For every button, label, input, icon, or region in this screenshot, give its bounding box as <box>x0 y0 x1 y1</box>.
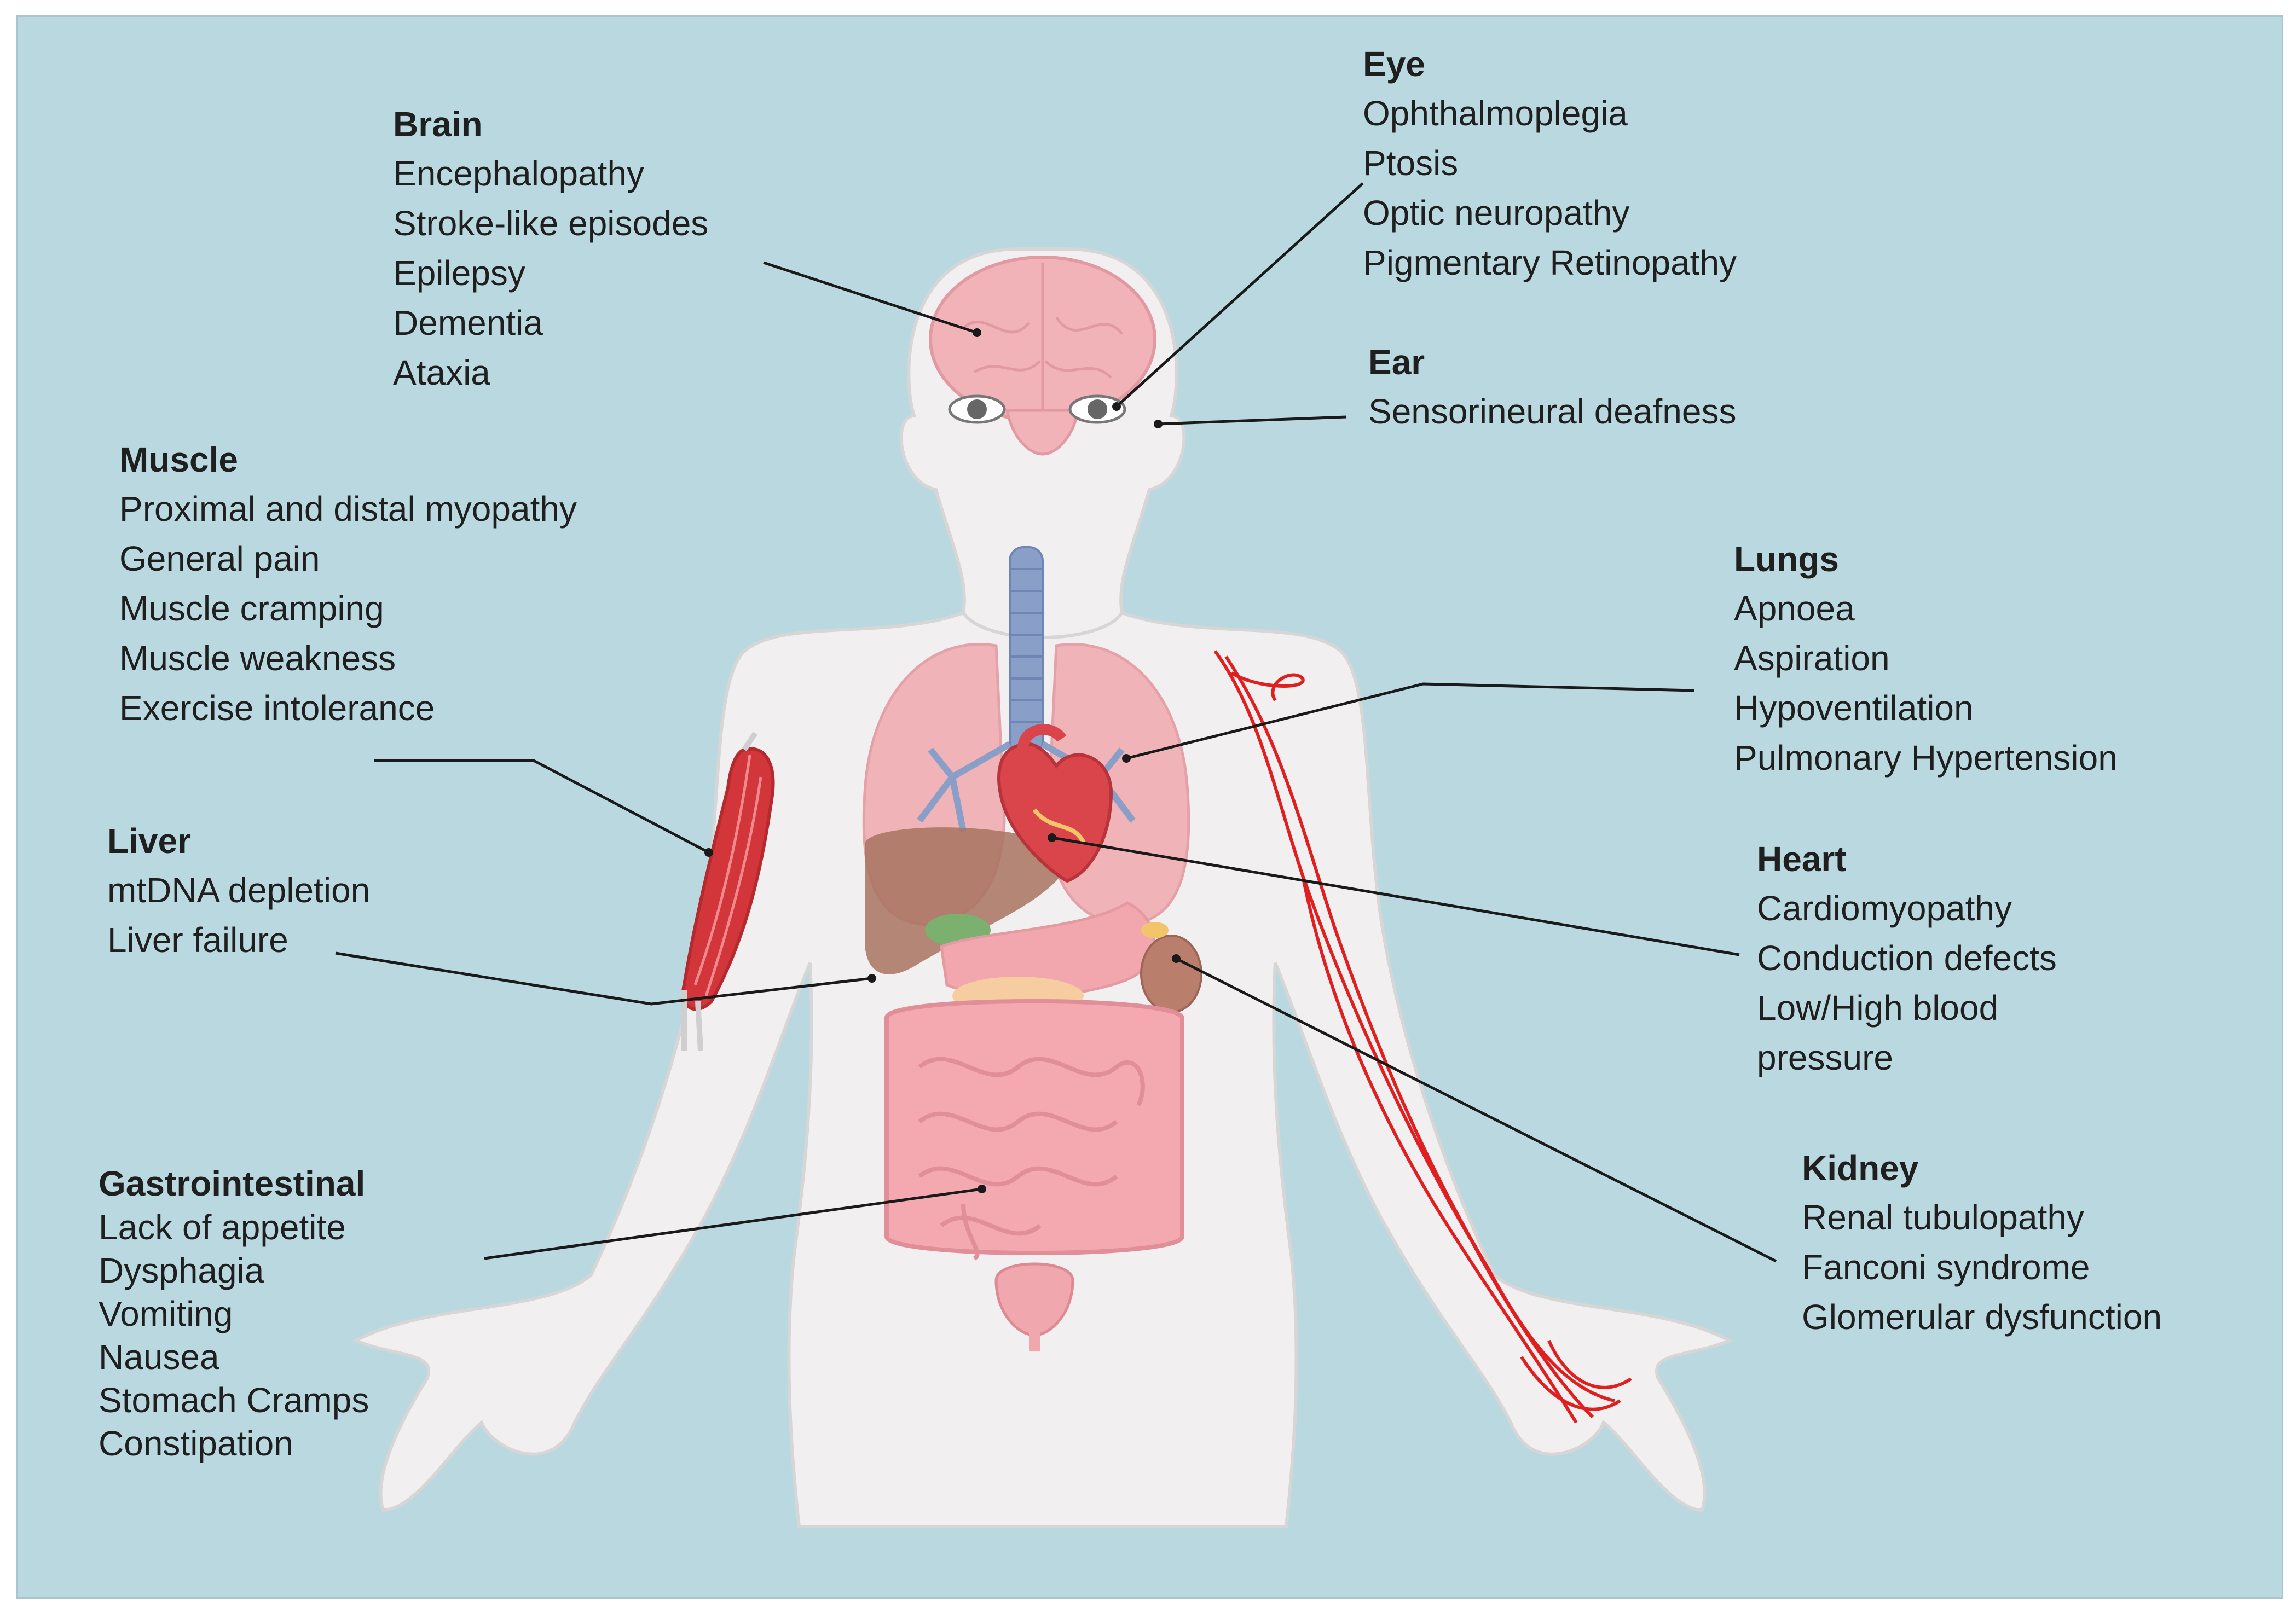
gastrointestinal-callout: Gastrointestinal Lack of appetite Dyspha… <box>99 1161 369 1465</box>
brain-organ <box>929 256 1156 456</box>
ear-item: Sensorineural deafness <box>1368 392 1737 431</box>
gastrointestinal-item: Dysphagia <box>99 1251 264 1290</box>
heart-item: Conduction defects <box>1757 938 2057 978</box>
eye-item: Ptosis <box>1363 143 1459 183</box>
muscle-item: Muscle cramping <box>119 589 384 628</box>
eyes <box>948 394 1126 424</box>
lungs-item: Apnoea <box>1734 589 1855 628</box>
lungs-callout: Lungs Apnoea Aspiration Hypoventilation … <box>1734 535 2118 783</box>
liver-item: Liver failure <box>107 920 288 960</box>
liver-title: Liver <box>107 821 191 861</box>
eye-title: Eye <box>1363 44 1425 84</box>
gastrointestinal-item: Stomach Cramps <box>99 1380 369 1420</box>
heart-item: Low/High blood <box>1757 988 1999 1028</box>
gastrointestinal-item: Nausea <box>99 1337 219 1377</box>
muscle-item: Muscle weakness <box>119 639 396 678</box>
muscle-callout: Muscle Proximal and distal myopathy Gene… <box>119 435 577 733</box>
gastrointestinal-title: Gastrointestinal <box>99 1164 366 1203</box>
gastrointestinal-item: Lack of appetite <box>99 1208 346 1247</box>
heart-title: Heart <box>1757 839 1847 879</box>
lungs-item: Aspiration <box>1734 639 1890 678</box>
muscle-item: General pain <box>119 539 320 578</box>
trachea <box>1009 546 1044 756</box>
gastrointestinal-item: Constipation <box>99 1424 293 1463</box>
brain-title: Brain <box>393 105 483 144</box>
muscle-item: Proximal and distal myopathy <box>119 489 577 529</box>
lungs-item: Hypoventilation <box>1734 688 1974 728</box>
kidney-item: Fanconi syndrome <box>1802 1248 2090 1287</box>
brain-item: Encephalopathy <box>393 154 645 193</box>
heart-callout: Heart Cardiomyopathy Conduction defects … <box>1757 834 2057 1083</box>
brain-callout: Brain Encephalopathy Stroke-like episode… <box>393 100 708 398</box>
ear-callout: Ear Sensorineural deafness <box>1368 338 1736 437</box>
kidney-item: Renal tubulopathy <box>1802 1198 2084 1237</box>
eye-item: Pigmentary Retinopathy <box>1363 243 1737 282</box>
leader-lines <box>335 182 1777 1263</box>
brain-item: Stroke-like episodes <box>393 204 709 243</box>
arm-vessels <box>1213 650 1632 1424</box>
lungs-title: Lungs <box>1734 539 1839 579</box>
intestines-organ <box>884 999 1184 1261</box>
eye-item: Optic neuropathy <box>1363 193 1630 233</box>
kidney-item: Glomerular dysfunction <box>1802 1297 2162 1337</box>
brain-item: Ataxia <box>393 353 490 392</box>
kidney-title: Kidney <box>1802 1148 1919 1188</box>
lungs-item: Pulmonary Hypertension <box>1734 738 2118 778</box>
heart-item: Cardiomyopathy <box>1757 889 2012 928</box>
muscle-title: Muscle <box>119 440 238 479</box>
eye-callout: Eye Ophthalmoplegia Ptosis Optic neuropa… <box>1363 39 1737 288</box>
gastrointestinal-item: Vomiting <box>99 1294 233 1333</box>
eye-item: Ophthalmoplegia <box>1363 94 1628 133</box>
leader-dots <box>704 328 1181 1193</box>
kidney-callout: Kidney Renal tubulopathy Fanconi syndrom… <box>1802 1144 2162 1342</box>
heart-item: pressure <box>1757 1038 1893 1077</box>
bladder-organ <box>994 1262 1074 1351</box>
muscle-item: Exercise intolerance <box>119 688 435 728</box>
heart-organ <box>997 724 1113 883</box>
liver-item: mtDNA depletion <box>107 871 371 910</box>
ear-title: Ear <box>1368 343 1425 382</box>
liver-callout: Liver mtDNA depletion Liver failure <box>107 816 370 965</box>
brain-item: Epilepsy <box>393 253 525 293</box>
brain-item: Dementia <box>393 303 543 343</box>
